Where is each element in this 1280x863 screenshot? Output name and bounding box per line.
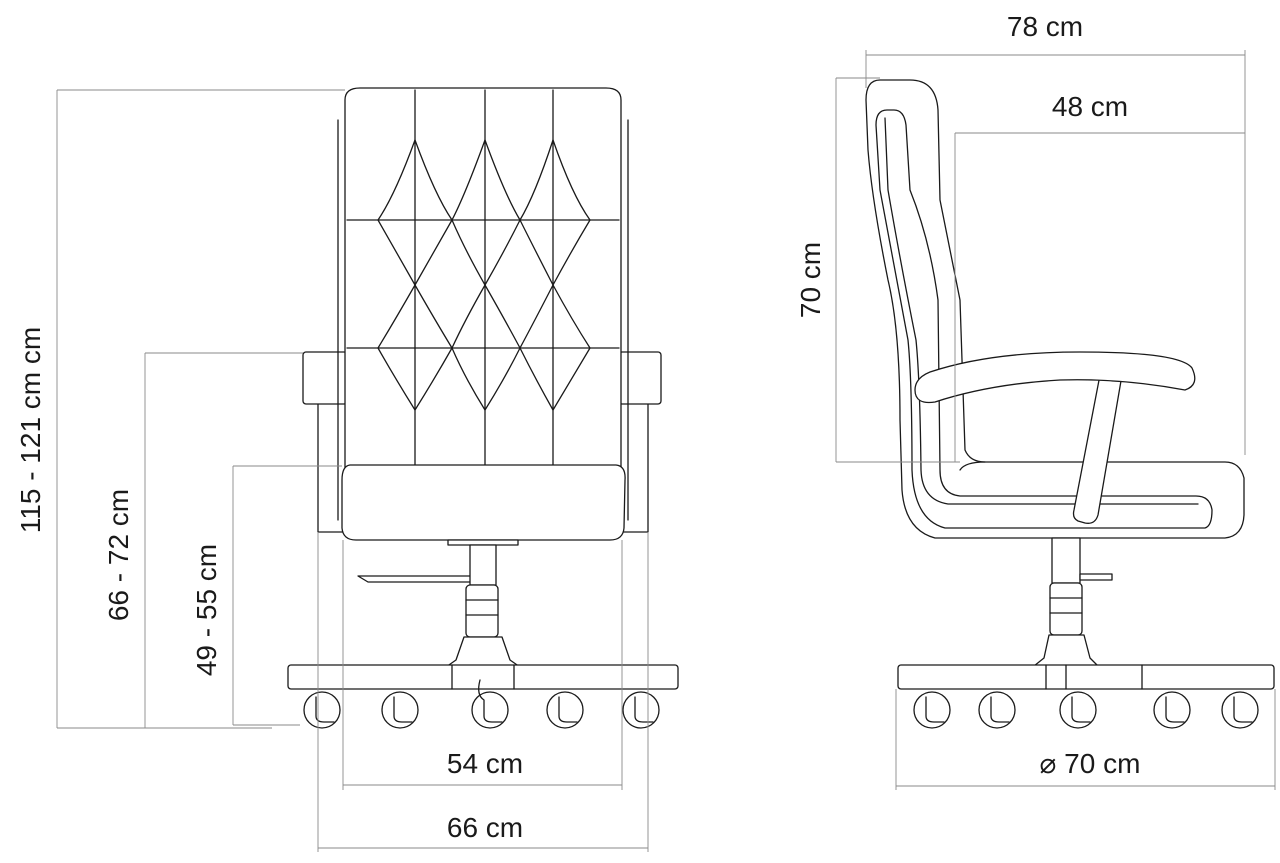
- armrest-height-label: 66 - 72 cm: [103, 489, 134, 621]
- side-view-chair: [865, 79, 1275, 729]
- seat-depth-label: 48 cm: [1052, 91, 1128, 122]
- side-arm-support: [1072, 374, 1123, 524]
- side-star-base: [897, 664, 1275, 690]
- front-view-chair: [287, 87, 679, 729]
- right-armrest: [618, 351, 662, 405]
- total-height-label: 115 - 121 cm cm: [15, 327, 46, 533]
- height-lever: [357, 575, 483, 583]
- side-shell: [865, 79, 1245, 539]
- backrest-height-label: 70 cm: [795, 242, 826, 318]
- side-lever: [1079, 573, 1113, 581]
- star-base: [287, 664, 679, 690]
- side-caster-wheels: [913, 691, 1259, 729]
- backrest: [344, 87, 622, 471]
- side-dimension-lines: [835, 50, 1276, 790]
- front-dimension-lines: [56, 89, 649, 852]
- seat-cushion: [341, 464, 626, 541]
- seat-width-label: 54 cm: [447, 748, 523, 779]
- side-gas-column: [1051, 537, 1081, 584]
- tufting-pattern: [377, 139, 591, 411]
- overall-width-label: 66 cm: [447, 812, 523, 843]
- caster-wheels: [303, 679, 660, 729]
- base-diameter-label: ⌀ 70 cm: [1040, 748, 1141, 779]
- overall-depth-label: 78 cm: [1007, 11, 1083, 42]
- side-armrest: [914, 351, 1196, 404]
- seat-height-label: 49 - 55 cm: [191, 544, 222, 676]
- left-armrest: [302, 351, 348, 405]
- gas-column: [469, 544, 497, 586]
